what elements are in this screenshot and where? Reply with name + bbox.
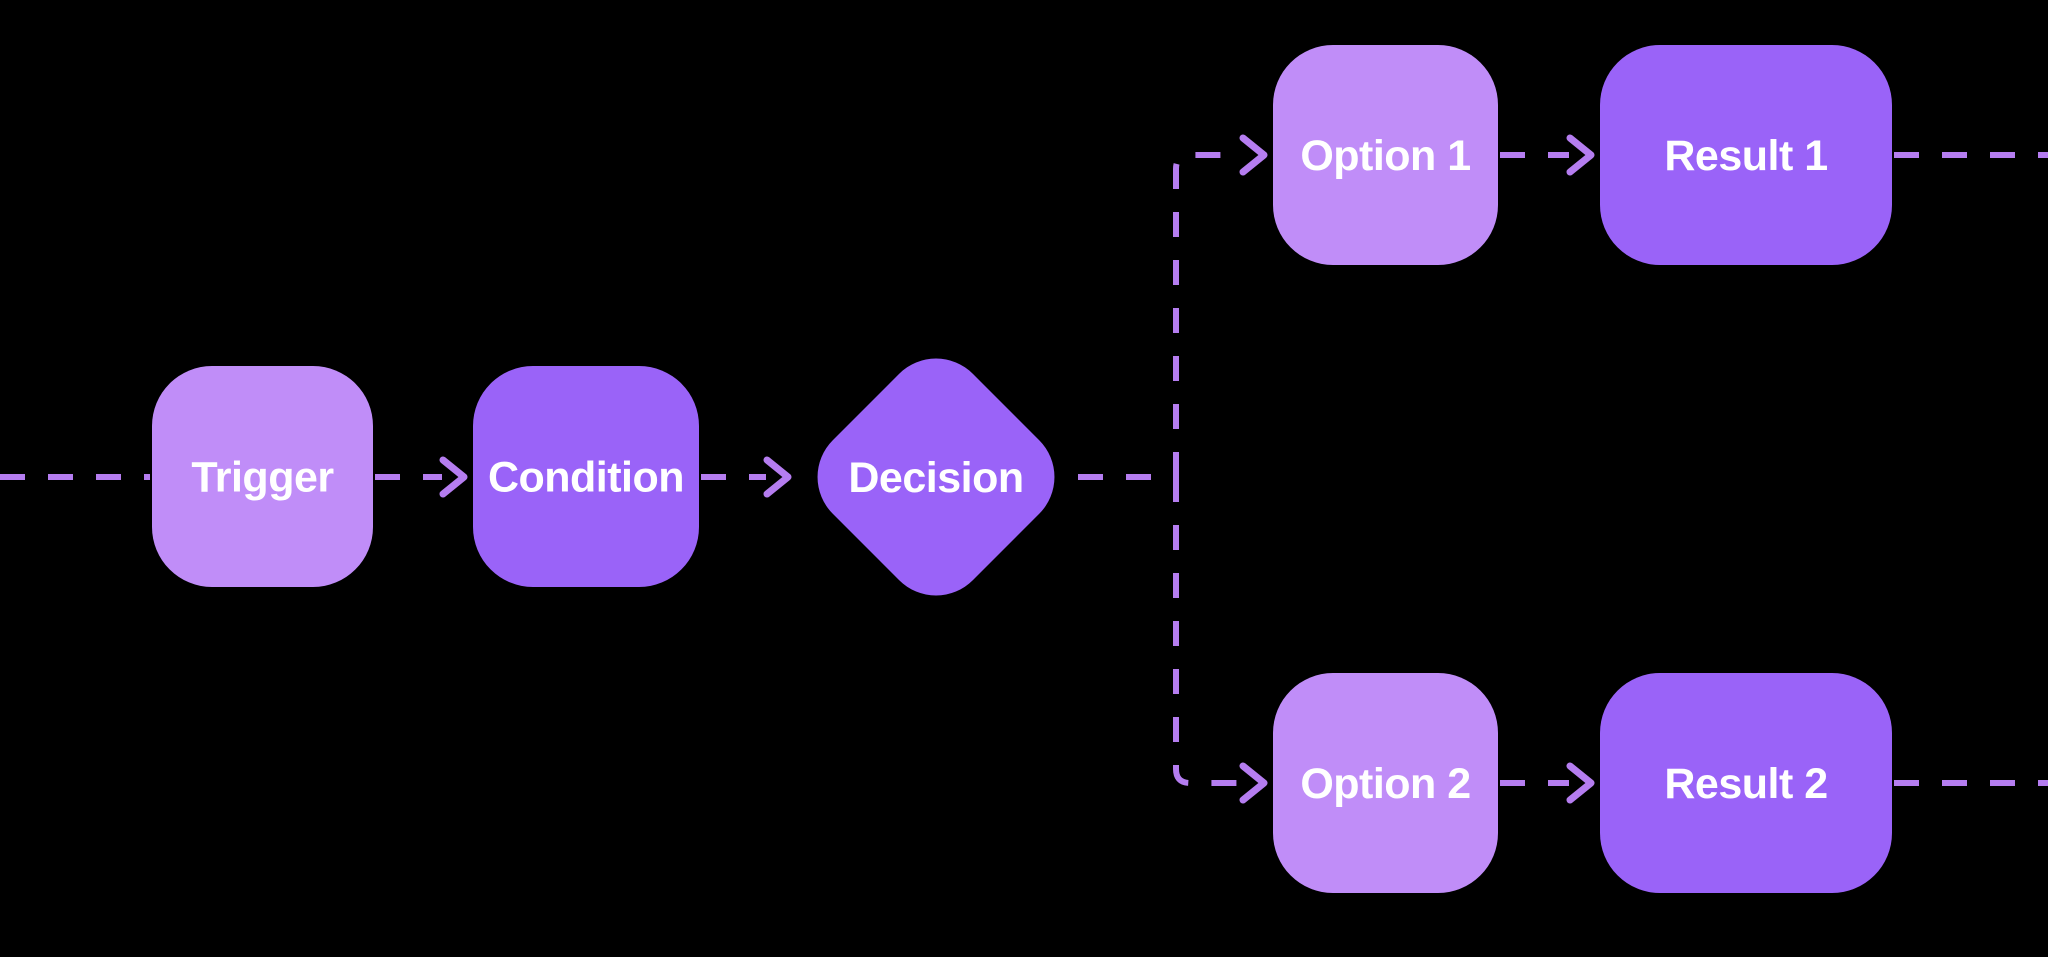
edge-branch-to-option-1: [1173, 152, 1242, 477]
node-trigger[interactable]: Trigger: [152, 366, 373, 587]
option-2-shape: [1273, 673, 1498, 893]
nodes-layer: Trigger Condition Decision Option 1 Result 1…: [152, 45, 1892, 893]
node-option-2[interactable]: Option 2: [1273, 673, 1498, 893]
decision-shape: [817, 358, 1055, 596]
arrowhead-icon: [1566, 134, 1595, 176]
node-label: Result 1: [1664, 132, 1827, 180]
node-label: Result 2: [1664, 760, 1827, 808]
option-1-shape: [1273, 45, 1498, 265]
node-option-1[interactable]: Option 1: [1273, 45, 1498, 265]
condition-shape: [473, 366, 699, 587]
node-label: Trigger: [191, 454, 334, 502]
arrowhead-icon: [1239, 762, 1268, 804]
node-decision[interactable]: Decision: [796, 337, 1076, 617]
node-result-2[interactable]: Result 2: [1600, 673, 1892, 893]
arrowhead-icon: [439, 456, 468, 498]
node-label: Option 1: [1300, 132, 1470, 180]
arrowhead-icon: [1239, 134, 1268, 176]
edges-layer: [0, 134, 2048, 804]
arrowhead-icon: [763, 456, 792, 498]
node-condition[interactable]: Condition: [473, 366, 699, 587]
arrowhead-icon: [1566, 762, 1595, 804]
node-label: Option 2: [1300, 760, 1470, 808]
node-label: Decision: [848, 454, 1023, 502]
result-1-shape: [1600, 45, 1892, 265]
edge-branch-to-option-2: [1173, 477, 1242, 786]
trigger-shape: [152, 366, 373, 587]
node-result-1[interactable]: Result 1: [1600, 45, 1892, 265]
node-label: Condition: [488, 454, 684, 502]
result-2-shape: [1600, 673, 1892, 893]
